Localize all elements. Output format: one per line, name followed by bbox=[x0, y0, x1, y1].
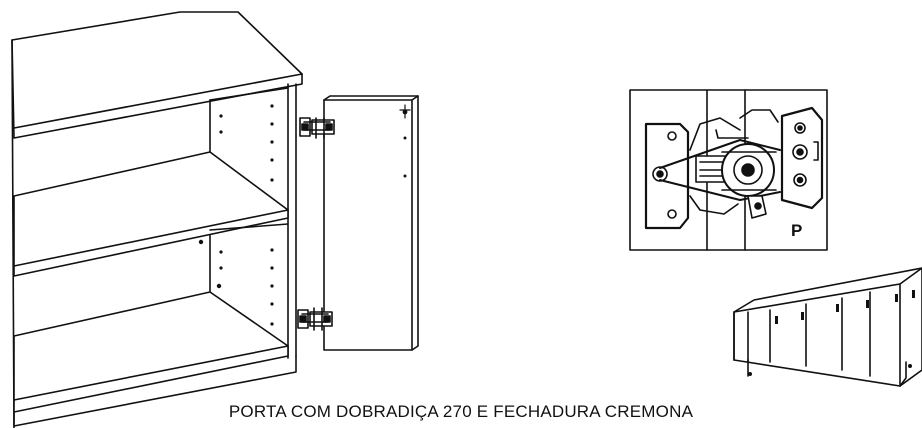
figure-caption: PORTA COM DOBRADIÇA 270 E FECHADURA CREM… bbox=[228, 402, 694, 421]
cabinet-bottom bbox=[14, 292, 288, 412]
hinge-detail bbox=[630, 90, 827, 250]
hinge-lower bbox=[298, 308, 332, 330]
long-cabinet bbox=[734, 268, 922, 386]
cabinet bbox=[12, 12, 302, 428]
cabinet-right-panel bbox=[288, 84, 296, 358]
hinge-upper bbox=[300, 118, 334, 138]
shelf-holes bbox=[198, 104, 274, 326]
cabinet-top bbox=[12, 12, 302, 138]
hinge-detail-letter: P bbox=[791, 221, 802, 240]
cabinet-shelf-upper bbox=[14, 152, 288, 276]
open-door bbox=[324, 96, 418, 350]
